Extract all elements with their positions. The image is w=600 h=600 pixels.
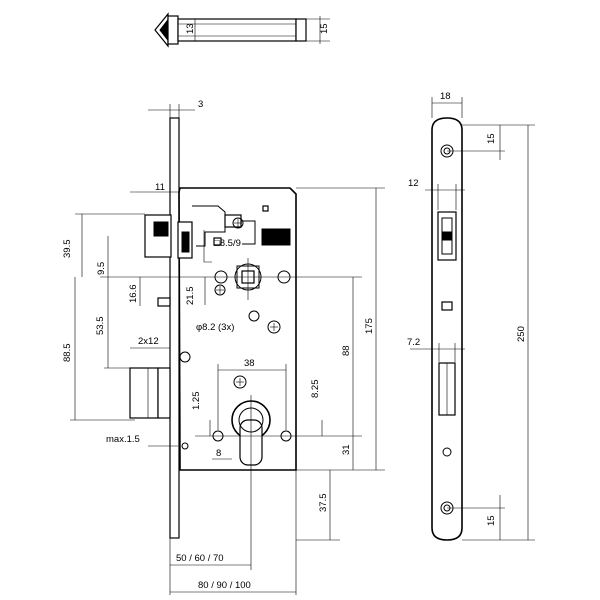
side-dim-7-2: 7.2 [407, 337, 420, 348]
dim-37-5: 37.5 [318, 494, 329, 513]
dim-50-60-70: 50 / 60 / 70 [176, 553, 224, 564]
side-dim-250: 250 [516, 326, 527, 342]
main-dimension-lines [70, 104, 385, 595]
dim-21-5: 21.5 [185, 287, 196, 306]
dim-2x12: 2x12 [138, 336, 159, 347]
dim-80-90-100: 80 / 90 / 100 [198, 580, 251, 591]
dim-88: 88 [341, 345, 352, 356]
lock-front-view [100, 117, 362, 539]
dim-9-5: 9.5 [96, 262, 107, 275]
side-dim-18: 18 [440, 91, 451, 102]
dim-top-13: 13 [185, 23, 196, 34]
side-dim-15-bottom: 15 [486, 515, 497, 526]
dim-top-15: 15 [319, 23, 330, 34]
dim-8-5-9: □8.5/9 [214, 238, 241, 249]
dim-175: 175 [364, 318, 375, 334]
dim-31: 31 [341, 444, 352, 455]
dim-max-1-5: max.1.5 [106, 434, 140, 445]
dim-39-5: 39.5 [62, 240, 73, 259]
dim-53-5: 53.5 [95, 317, 106, 336]
dim-8-25: 8.25 [310, 380, 321, 399]
side-dimension-lines [410, 97, 535, 541]
dim-8: 8 [216, 448, 221, 459]
latch-top-view [154, 12, 330, 48]
dim-38: 38 [244, 358, 255, 369]
dim-88-5: 88.5 [62, 344, 73, 363]
dim-11: 11 [155, 182, 165, 193]
dim-1-25: 1.25 [191, 392, 202, 411]
dim-16-6: 16.6 [128, 285, 139, 304]
faceplate-side-view [431, 117, 463, 541]
side-dim-15-top: 15 [486, 133, 497, 144]
dim-3: 3 [198, 99, 203, 110]
side-dim-12: 12 [408, 178, 419, 189]
dim-phi-8-2: φ8.2 (3x) [196, 322, 234, 333]
